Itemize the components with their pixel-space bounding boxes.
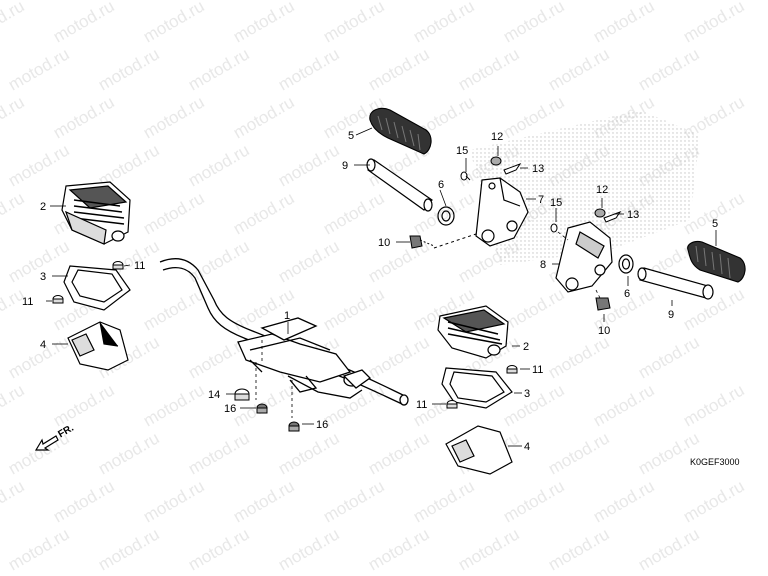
peg-shaft-part-9-right (637, 267, 714, 300)
step-bar-part-1 (159, 258, 409, 406)
callout-2-left: 2 (40, 201, 46, 213)
callout-9-left: 9 (342, 160, 348, 172)
bolt-part-11-left-b (52, 295, 64, 304)
callout-5-right: 5 (712, 218, 718, 230)
callout-13-right: 13 (627, 209, 639, 221)
callout-16-right: 16 (316, 419, 328, 431)
stipple-shading (470, 110, 700, 265)
callout-9-right: 9 (668, 309, 674, 321)
pin-part-13-left (503, 162, 522, 175)
callout-5-left: 5 (348, 130, 354, 142)
bolt-part-16-right (288, 421, 300, 432)
front-direction-arrow-icon (34, 435, 59, 451)
callout-12-right: 12 (596, 184, 608, 196)
callout-15-right: 15 (550, 197, 562, 209)
callout-15-left: 15 (456, 145, 468, 157)
callout-2-right: 2 (523, 341, 529, 353)
bolt-part-10-left (409, 233, 477, 249)
bolt-part-15-right (550, 223, 558, 233)
callout-labels: 1 2 2 3 3 4 4 5 5 6 6 7 8 9 9 10 10 11 1… (22, 130, 718, 453)
washer-part-6-left (437, 206, 455, 226)
bolt-part-16-left (256, 403, 268, 414)
bolt-part-10-right (595, 297, 611, 311)
rubber-grip-part-5-right (687, 240, 746, 283)
callout-16-left: 16 (224, 403, 236, 415)
callout-11-right-b: 11 (416, 399, 427, 411)
callout-8: 8 (540, 259, 546, 271)
callout-6-left: 6 (438, 179, 444, 191)
callout-6-right: 6 (624, 288, 630, 300)
guide-lines (255, 231, 601, 418)
footpeg-ring-part-3-right (441, 367, 513, 409)
callout-13-left: 13 (532, 163, 544, 175)
callout-10-left: 10 (378, 237, 390, 249)
callout-11-right-a: 11 (532, 364, 543, 376)
callout-11-left-b: 11 (22, 296, 33, 308)
callout-14: 14 (208, 389, 220, 401)
leader-lines (46, 127, 717, 447)
callout-1: 1 (284, 310, 290, 322)
callout-10-right: 10 (598, 325, 610, 337)
callout-7: 7 (538, 194, 544, 206)
callout-4-left: 4 (40, 339, 46, 351)
footpeg-rubber-part-2-left (61, 181, 131, 245)
bolt-part-11-right-b (446, 400, 458, 409)
bolt-part-15-left (460, 171, 471, 181)
footpeg-cover-part-4-left (67, 321, 129, 371)
callout-11-left-a: 11 (134, 260, 145, 272)
peg-shaft-part-9-left (366, 158, 433, 212)
washer-part-6-right (618, 254, 634, 274)
rubber-grip-part-5-left (369, 107, 432, 155)
footpeg-rubber-part-2-right (437, 305, 509, 359)
callout-3-left: 3 (40, 271, 46, 283)
callout-12-left: 12 (491, 131, 503, 143)
callout-4-right: 4 (524, 441, 530, 453)
bolt-part-11-left-a (112, 261, 124, 270)
bolt-part-11-right-a (506, 365, 518, 374)
footpeg-ring-part-3-left (63, 265, 131, 311)
callout-3-right: 3 (524, 388, 530, 400)
bracket-part-8 (555, 221, 613, 293)
nut-part-12-right (594, 208, 606, 218)
bolt-part-14 (234, 388, 250, 401)
footpeg-cover-part-4-right (445, 425, 513, 475)
nut-part-12-left (490, 156, 502, 166)
diagram-code: K0GEF3000 (690, 457, 740, 467)
bracket-part-7 (475, 177, 529, 247)
